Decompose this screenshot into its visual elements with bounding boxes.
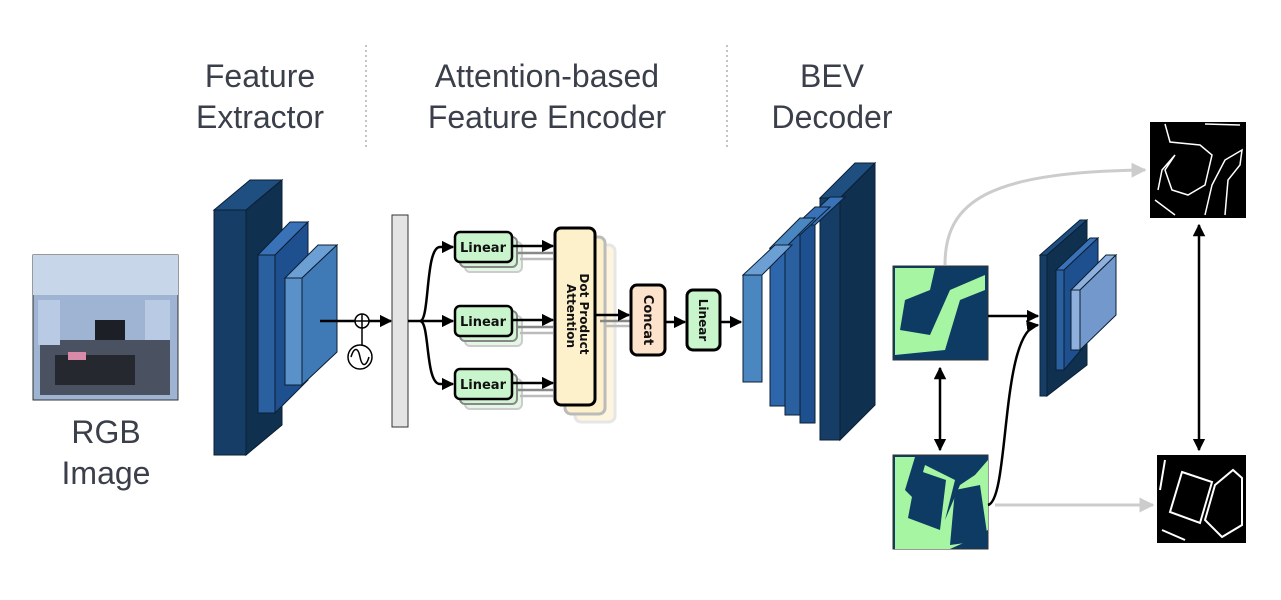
title-line: Decoder xyxy=(771,99,893,135)
linear-label: Linear xyxy=(460,241,507,256)
map-arrows xyxy=(933,162,1206,513)
linear-out-block: Linear xyxy=(685,288,722,352)
attention-label-line2: Attention xyxy=(564,284,578,348)
linear-to-attention-arrows xyxy=(512,239,555,398)
rgb-image xyxy=(32,254,179,401)
title-encoder: Attention-based Feature Encoder xyxy=(397,56,697,138)
linear-label: Linear xyxy=(696,299,710,342)
title-line: Attention-based xyxy=(434,58,660,94)
concat-label: Concat xyxy=(640,295,655,345)
title-line: RGB xyxy=(71,414,141,450)
title-line: Feature Encoder xyxy=(427,99,667,135)
linear-label: Linear xyxy=(460,378,507,393)
title-line: BEV xyxy=(799,58,865,94)
linear-stack-1: Linear xyxy=(453,230,523,273)
boundary-network-blocks xyxy=(1038,218,1118,398)
boundary-map-predicted xyxy=(1150,122,1246,218)
branch-arrows xyxy=(408,240,455,391)
title-line: Extractor xyxy=(195,99,325,135)
feature-extractor-blocks xyxy=(212,178,339,457)
sine-wave-icon xyxy=(347,344,373,370)
boundary-map-ground-truth xyxy=(1157,455,1246,543)
linear-stack-2: Linear xyxy=(453,304,523,347)
attention-label-line1: Dot Product xyxy=(577,273,591,354)
bev-decoder-blocks xyxy=(741,161,877,442)
bev-map-ground-truth xyxy=(892,454,989,550)
dot-product-attention-block: Dot Product Attention xyxy=(553,226,617,424)
concat-block: Concat xyxy=(629,283,667,357)
svg-text:Dot Product Attention: Dot Product Attention xyxy=(564,273,591,358)
title-line: Feature xyxy=(204,58,316,94)
bev-map-predicted xyxy=(892,265,989,361)
input-label: RGB Image xyxy=(36,412,176,494)
add-icon xyxy=(354,313,370,329)
token-bar xyxy=(391,214,409,428)
title-feature-extractor: Feature Extractor xyxy=(170,56,350,138)
linear-stack-3: Linear xyxy=(453,367,523,410)
title-decoder: BEV Decoder xyxy=(752,56,912,138)
title-line: Image xyxy=(61,455,151,491)
attention-to-concat-arrows xyxy=(595,308,631,328)
linear-label: Linear xyxy=(460,315,507,330)
